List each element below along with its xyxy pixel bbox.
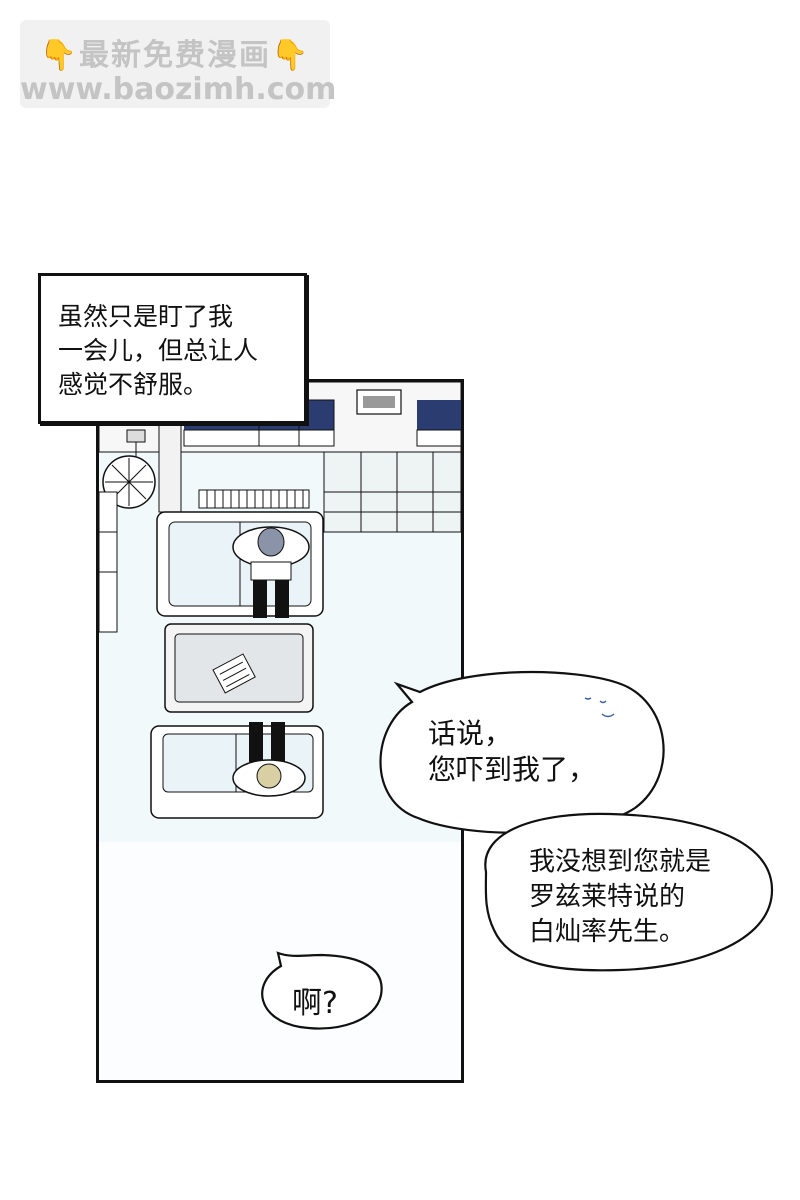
speech-bubble-2 bbox=[484, 812, 774, 972]
speech-bubble-3-text: 啊? bbox=[292, 986, 338, 1021]
pointing-hand-icon: 👇 bbox=[39, 38, 79, 73]
watermark: 👇最新免费漫画👇 www.baozimh.com bbox=[20, 20, 337, 108]
speech-line: 我没想到您就是 bbox=[529, 847, 712, 877]
pointing-hand-icon: 👇 bbox=[271, 38, 311, 73]
speech-bubble-2-text: 我没想到您就是 罗兹莱特说的 白灿率先生。 bbox=[529, 845, 711, 950]
watermark-line1: 👇最新免费漫画👇 bbox=[20, 30, 330, 74]
speech-line: 话说， bbox=[428, 717, 513, 750]
speech-bubble-3 bbox=[261, 951, 383, 1030]
speech-line: 您吓到我了， bbox=[428, 753, 597, 786]
narration-line: 感觉不舒服。 bbox=[58, 370, 209, 399]
speech-bubble-1-text: 话说， 您吓到我了， bbox=[428, 716, 596, 788]
watermark-url: www.baozimh.com bbox=[20, 72, 337, 107]
narration-text: 虽然只是盯了我 一会儿，但总让人 感觉不舒服。 bbox=[58, 300, 258, 402]
speech-bubble-1 bbox=[379, 670, 665, 834]
speech-line: 罗兹莱特说的 bbox=[529, 882, 686, 912]
narration-line: 虽然只是盯了我 bbox=[58, 302, 234, 331]
narration-box: 虽然只是盯了我 一会儿，但总让人 感觉不舒服。 bbox=[38, 273, 307, 424]
watermark-title: 最新免费漫画 bbox=[79, 38, 271, 73]
narration-line: 一会儿，但总让人 bbox=[58, 336, 259, 365]
speech-line: 白灿率先生。 bbox=[529, 917, 686, 947]
